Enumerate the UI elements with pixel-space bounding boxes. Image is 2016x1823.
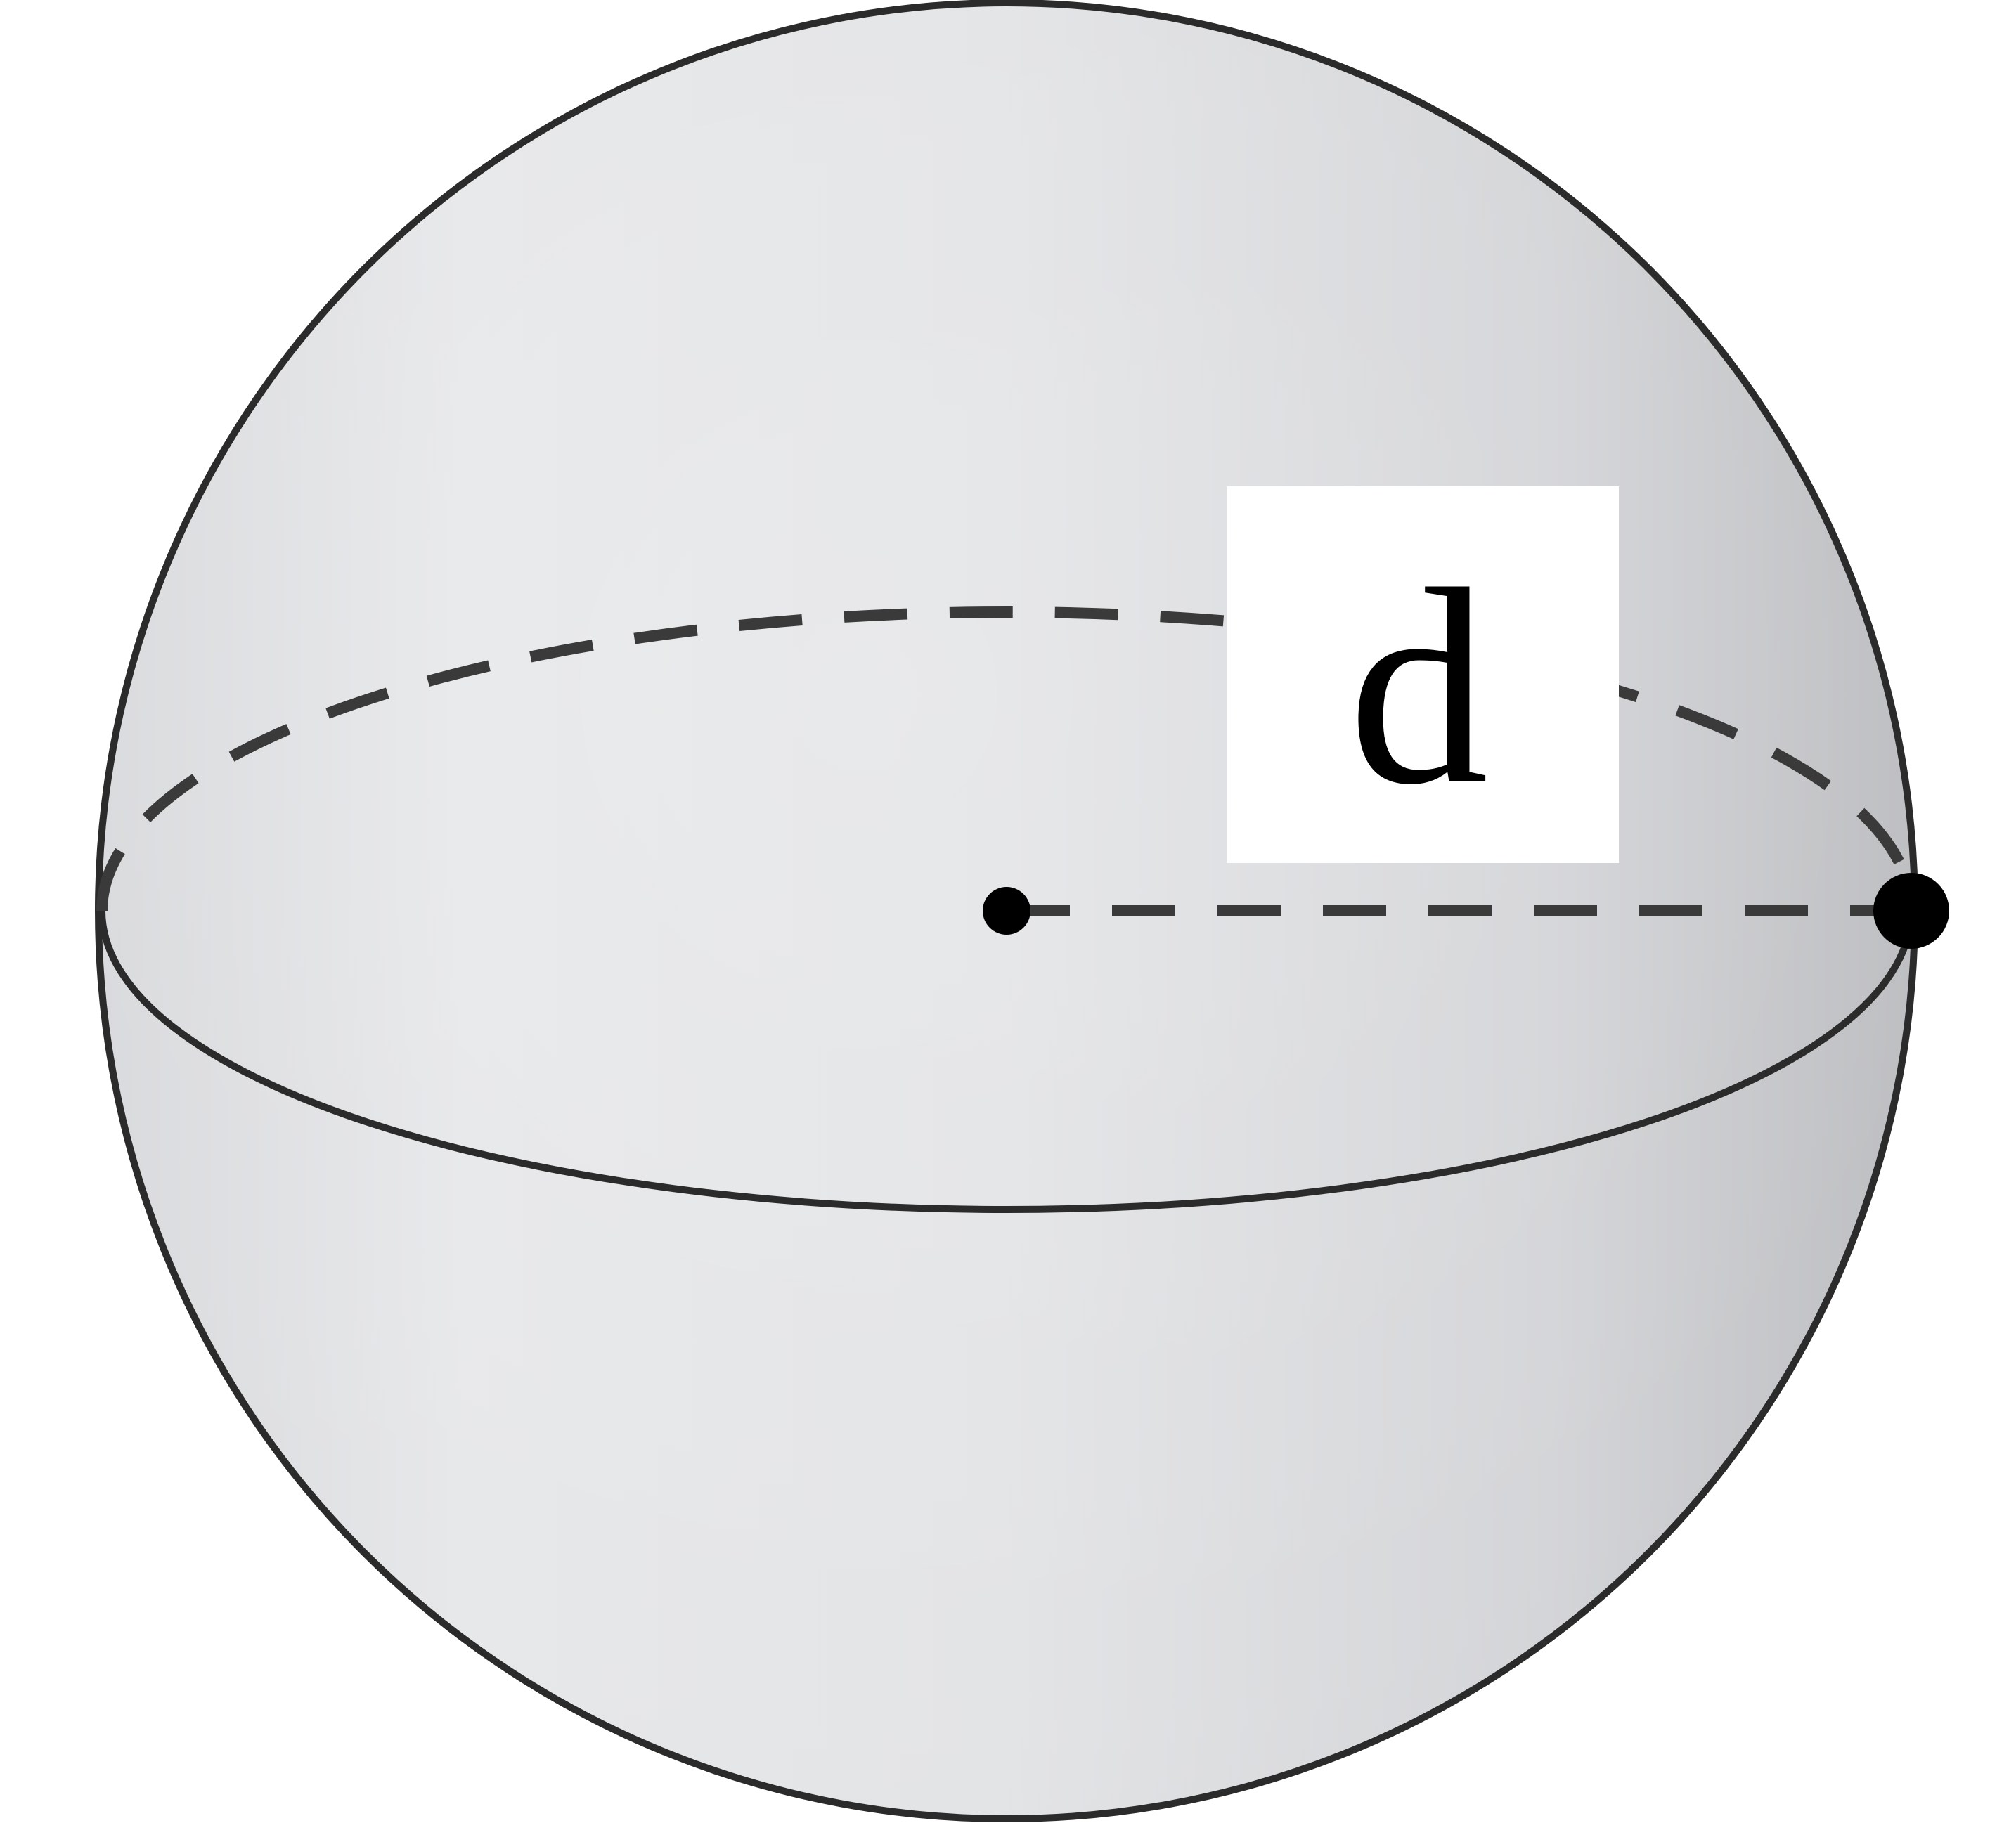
center-point [983, 887, 1030, 935]
equator-back-dashed [96, 606, 1917, 912]
surface-point [1873, 873, 1949, 949]
equator-front-solid [98, 910, 1915, 1213]
diameter-label: d [1348, 531, 1489, 843]
label-box [1227, 486, 1619, 863]
